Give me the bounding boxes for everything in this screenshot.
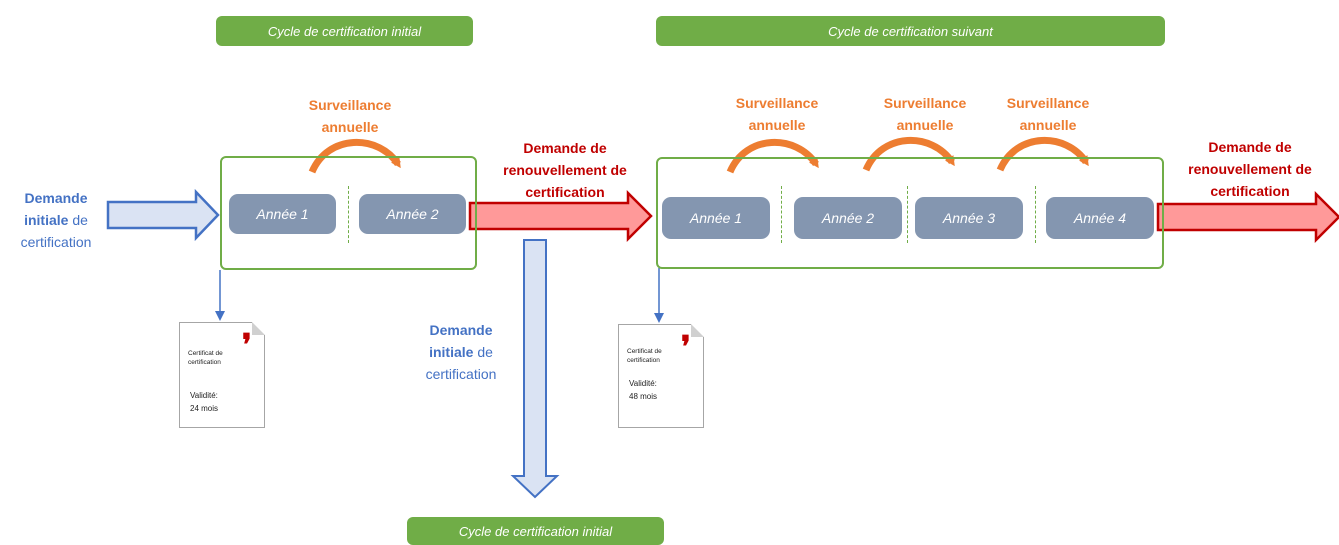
surveillance-label-2: Surveillance annuelle	[735, 95, 819, 133]
cycle-1-box	[220, 156, 477, 270]
cycle-2-year-4: Année 4	[1046, 197, 1154, 239]
mid-request-bold1: Demande	[429, 322, 493, 338]
surveillance-label-4: Surveillance annuelle	[1006, 95, 1090, 133]
mid-request-suffix: de	[477, 344, 493, 360]
cycle-2-year-1: Année 1	[662, 197, 770, 239]
certificate-1-title: Certificat de certification	[188, 349, 223, 367]
initial-request-arrow-down	[510, 239, 560, 499]
certificate-1-validity: Validité: 24 mois	[190, 389, 218, 415]
certificate-1-validity-duration: 24 mois	[190, 404, 219, 413]
renewal-label-2: Demande de renouvellement de certificati…	[1166, 136, 1334, 202]
certificate-1-quote-icon: ❜	[242, 328, 252, 363]
certificate-1-title-line2: certification	[188, 359, 221, 366]
renewal-label-1: Demande de renouvellement de certificati…	[480, 137, 650, 203]
cycle-2-box	[656, 157, 1164, 269]
surveillance-label-1: Surveillance annuelle	[308, 97, 392, 135]
surveillance-arrow-1	[308, 139, 401, 174]
certificate-2-validity: Validité: 48 mois	[629, 377, 657, 403]
certificate-2-title-line1: Certificat de	[627, 348, 662, 355]
cycle-1-year-2: Année 2	[359, 194, 466, 234]
initial-request-bold2: initiale	[24, 212, 69, 228]
cycle-2-year-3: Année 3	[915, 197, 1023, 239]
banner-initial-cycle-bottom: Cycle de certification initial	[407, 517, 664, 545]
surveillance-arrow-2	[726, 139, 819, 174]
renewal-arrow-1	[468, 189, 653, 243]
initial-request-suffix: de	[72, 212, 88, 228]
cycle-2-separator-2	[907, 186, 908, 243]
initial-request-label-middle: Demande initiale de certification	[402, 319, 520, 385]
certificate-2-validity-label: Validité:	[629, 379, 657, 388]
certificate-1-title-line1: Certificat de	[188, 350, 223, 357]
cycle-2-year-2: Année 2	[794, 197, 902, 239]
renewal-1-line3: certification	[525, 184, 605, 200]
renewal-1-line1: Demande de	[523, 140, 607, 156]
initial-request-bold1: Demande	[24, 190, 88, 206]
certificate-document-2: ❜ Certificat de certification Validité: …	[618, 324, 704, 428]
renewal-2-line1: Demande de	[1208, 139, 1292, 155]
certificate-1-validity-label: Validité:	[190, 391, 218, 400]
certificate-2-validity-duration: 48 mois	[629, 392, 658, 401]
cycle-1-year-1: Année 1	[229, 194, 336, 234]
banner-next-cycle: Cycle de certification suivant	[656, 16, 1165, 46]
certificate-document-1: ❜ Certificat de certification Validité: …	[179, 322, 265, 428]
certificate-2-fold	[691, 324, 704, 337]
renewal-2-line3: certification	[1210, 183, 1290, 199]
cycle-2-separator-1	[781, 186, 782, 243]
cycle-1-separator	[348, 186, 349, 243]
certificate-2-title-line2: certification	[627, 357, 660, 364]
initial-request-arrow-left	[106, 188, 220, 242]
surveillance-label-3: Surveillance annuelle	[883, 95, 967, 133]
mid-request-line3: certification	[425, 366, 497, 382]
certificate-2-quote-icon: ❜	[681, 330, 691, 365]
initial-request-line3: certification	[20, 234, 92, 250]
banner-initial-cycle-top: Cycle de certification initial	[216, 16, 473, 46]
renewal-arrow-2	[1156, 190, 1339, 244]
cycle-2-separator-3	[1035, 186, 1036, 243]
certificate-2-title: Certificat de certification	[627, 347, 662, 365]
renewal-1-line2: renouvellement de	[503, 162, 627, 178]
renewal-2-line2: renouvellement de	[1188, 161, 1312, 177]
initial-request-label-left: Demande initiale de certification	[0, 187, 112, 253]
certificate-1-fold	[252, 322, 265, 335]
mid-request-bold2: initiale	[429, 344, 474, 360]
